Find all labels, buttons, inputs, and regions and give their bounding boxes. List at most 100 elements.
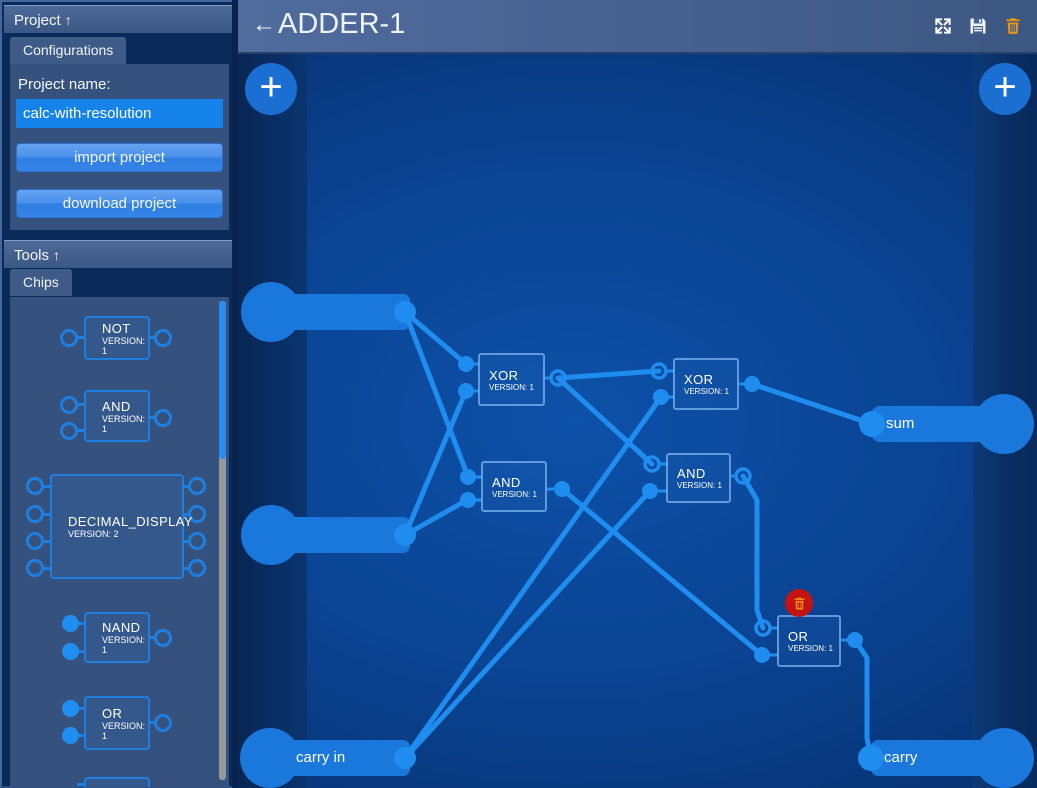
- chip-list: NOT VERSION: 1 AND VERSION: 1: [10, 297, 229, 787]
- chip-item-partial[interactable]: [77, 777, 150, 787]
- chip-item-or[interactable]: OR VERSION: 1: [62, 696, 172, 750]
- chip-version: VERSION: 1: [102, 720, 146, 741]
- tools-section-header[interactable]: Tools↑: [4, 240, 232, 268]
- tools-header-label: Tools: [14, 247, 50, 264]
- pin-stem: [183, 567, 189, 570]
- chip-box: NOT VERSION: 1: [84, 316, 150, 360]
- chip-input-pin: [26, 505, 44, 523]
- chip-item-decimal-display[interactable]: DECIMAL_DISPLAY VERSION: 2: [26, 474, 206, 579]
- pin-stem: [77, 622, 85, 625]
- gate-node-or[interactable]: OR VERSION: 1: [777, 615, 841, 667]
- project-header-label: Project: [14, 12, 61, 29]
- chip-box: AND VERSION: 1: [84, 390, 150, 442]
- carry-in-terminal[interactable]: [394, 747, 416, 769]
- download-project-button[interactable]: download project: [16, 189, 223, 218]
- chip-input-pin: [60, 396, 78, 414]
- input-b-terminal[interactable]: [394, 524, 416, 546]
- chip-item-nand[interactable]: NAND VERSION: 1: [62, 612, 172, 663]
- chip-input-pin: [26, 532, 44, 550]
- pin-stem: [183, 540, 189, 543]
- canvas-topbar: ← ADDER-1: [238, 0, 1037, 54]
- pin-stem: [149, 721, 155, 724]
- back-arrow-icon[interactable]: ←: [252, 11, 276, 38]
- chip-item-and[interactable]: AND VERSION: 1: [60, 390, 172, 442]
- chip-list-scrollbar[interactable]: [219, 301, 226, 780]
- gate-name: OR: [788, 629, 809, 644]
- configurations-panel: Project name: import project download pr…: [10, 64, 229, 230]
- input-node-b[interactable]: [241, 505, 410, 565]
- pin-stem: [43, 567, 51, 570]
- gate-name: AND: [492, 474, 521, 490]
- add-input-button[interactable]: +: [245, 63, 297, 115]
- tab-configurations[interactable]: Configurations: [10, 37, 127, 64]
- chip-item-not[interactable]: NOT VERSION: 1: [60, 316, 172, 360]
- pin-stem: [77, 734, 85, 737]
- carry-terminal[interactable]: [858, 745, 884, 771]
- pin-stem: [183, 485, 189, 488]
- chip-input-pin: [62, 727, 79, 744]
- trash-icon: [794, 597, 804, 609]
- chip-input-pin: [60, 422, 78, 440]
- tab-chips[interactable]: Chips: [10, 269, 72, 296]
- sum-terminal[interactable]: [859, 411, 885, 437]
- gate-name: XOR: [489, 367, 519, 383]
- pin-stem: [149, 416, 155, 419]
- sum-label: sum: [886, 415, 915, 432]
- gate-node-and-2[interactable]: AND VERSION: 1: [666, 453, 731, 503]
- input-node-a[interactable]: [241, 282, 410, 342]
- chip-version: VERSION: 1: [102, 335, 146, 356]
- add-output-button[interactable]: +: [979, 63, 1031, 115]
- chip-box: DECIMAL_DISPLAY VERSION: 2: [50, 474, 193, 579]
- chip-output-pin: [154, 409, 172, 427]
- gate-name: AND: [677, 466, 706, 481]
- output-node-sum[interactable]: [872, 394, 1034, 454]
- save-icon[interactable]: [968, 16, 988, 36]
- carry-label: carry: [884, 749, 918, 766]
- chip-output-pin: [188, 505, 206, 523]
- chip-input-pin: [26, 477, 44, 495]
- import-project-button[interactable]: import project: [16, 143, 223, 172]
- delete-gate-button[interactable]: [785, 589, 813, 617]
- page-title: ADDER-1: [278, 8, 406, 40]
- wiring-layer: [240, 282, 1034, 788]
- input-a-terminal[interactable]: [394, 301, 416, 323]
- collapse-arrow-icon: ↑: [64, 12, 72, 28]
- pin-stem: [77, 336, 85, 339]
- circuit-canvas[interactable]: XOR VERSION: 1 AND VERSION: 1 XOR VERSIO…: [238, 54, 1037, 788]
- tab-configurations-label: Configurations: [23, 42, 114, 58]
- project-name-input[interactable]: [16, 99, 223, 128]
- collapse-arrow-icon: ↑: [53, 247, 61, 263]
- chip-input-pin: [62, 643, 79, 660]
- chip-box: [84, 777, 150, 787]
- delete-chip-icon[interactable]: [1003, 16, 1023, 36]
- fullscreen-icon[interactable]: [933, 16, 953, 36]
- chip-name: DECIMAL_DISPLAY: [68, 514, 193, 529]
- output-node-carry[interactable]: [871, 728, 1034, 788]
- chip-version: VERSION: 2: [68, 529, 119, 539]
- chip-version: VERSION: 1: [102, 635, 146, 655]
- input-rail: [238, 54, 307, 788]
- gate-version: VERSION: 1: [489, 382, 534, 392]
- pin-stem: [43, 485, 51, 488]
- pin-stem: [77, 783, 85, 786]
- gate-pins[interactable]: [458, 356, 863, 663]
- wires: [402, 309, 875, 761]
- chip-output-pin: [154, 629, 172, 647]
- gate-node-xor-2[interactable]: XOR VERSION: 1: [673, 358, 739, 410]
- project-name-label: Project name:: [18, 76, 111, 93]
- chip-input-pin: [62, 700, 79, 717]
- input-node-carry-in[interactable]: [240, 728, 410, 788]
- project-section-header[interactable]: Project↑: [4, 5, 232, 33]
- scrollbar-thumb[interactable]: [219, 301, 226, 459]
- pin-stem: [149, 636, 155, 639]
- gate-name: XOR: [684, 372, 714, 387]
- chip-output-pin: [154, 329, 172, 347]
- pin-stem: [77, 650, 85, 653]
- gate-node-xor-1[interactable]: XOR VERSION: 1: [478, 353, 545, 406]
- chip-name: NAND: [102, 620, 141, 635]
- chip-name: NOT: [102, 320, 131, 336]
- chip-input-pin: [60, 329, 78, 347]
- chip-output-pin: [154, 714, 172, 732]
- gate-node-and-1[interactable]: AND VERSION: 1: [481, 461, 547, 512]
- chip-input-pin: [26, 559, 44, 577]
